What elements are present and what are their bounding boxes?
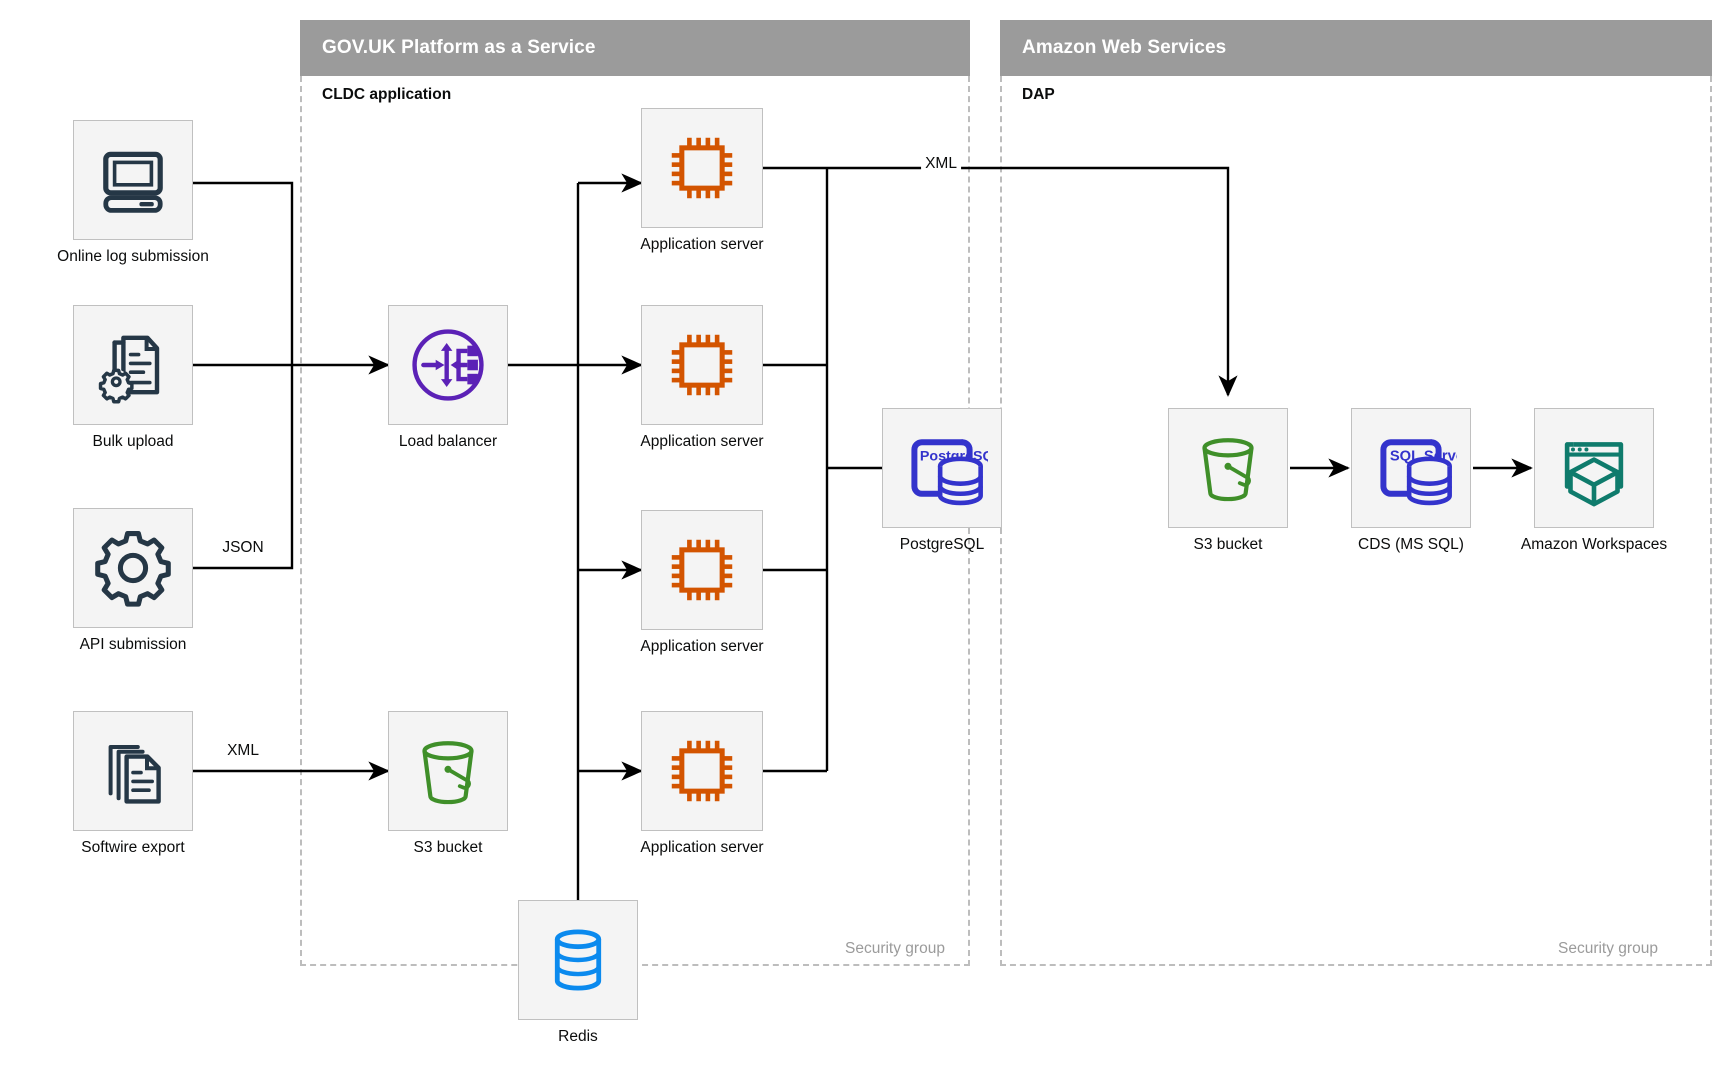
group-title-paas: GOV.UK Platform as a Service xyxy=(322,37,596,58)
s3-bucket-aws-label: S3 bucket xyxy=(1193,536,1263,553)
group-header-paas: GOV.UK Platform as a Service xyxy=(300,20,970,76)
group-sublabel-cldc: CLDC application xyxy=(322,86,452,103)
application-server-3-label: Application server xyxy=(640,638,764,655)
application-server-3-box[interactable] xyxy=(641,510,763,630)
security-group-label-aws: Security group xyxy=(1558,940,1658,957)
load-balancer-label: Load balancer xyxy=(398,433,498,450)
softwire-export-box[interactable] xyxy=(73,711,193,831)
edge-label-json: JSON xyxy=(218,539,268,557)
documents-gear-icon xyxy=(98,335,160,404)
sql-server-icon: SQL Server xyxy=(1380,439,1457,506)
document-stack-icon xyxy=(108,745,161,804)
group-title-aws: Amazon Web Services xyxy=(1022,37,1227,58)
load-balancer-icon xyxy=(412,329,484,401)
amazon-workspaces-icon xyxy=(1564,442,1624,507)
s3-bucket-icon xyxy=(1202,438,1254,502)
group-body-paas xyxy=(300,76,970,966)
postgresql-icon: PostgreSQL xyxy=(911,439,988,506)
application-server-2-label: Application server xyxy=(640,433,764,450)
s3-bucket-icon xyxy=(422,741,474,805)
redis-database-icon xyxy=(554,929,602,991)
security-group-label-paas: Security group xyxy=(845,940,945,957)
postgresql-label: PostgreSQL xyxy=(899,536,985,553)
cpu-chip-icon xyxy=(671,137,733,199)
application-server-4-label: Application server xyxy=(640,839,764,856)
application-server-1-box[interactable] xyxy=(641,108,763,228)
group-header-aws: Amazon Web Services xyxy=(1000,20,1712,76)
cds-ms-sql-box[interactable]: SQL Server xyxy=(1351,408,1471,528)
cpu-chip-icon xyxy=(671,334,733,396)
softwire-export-label: Softwire export xyxy=(81,839,185,856)
group-sublabel-dap: DAP xyxy=(1022,86,1055,103)
application-server-2-box[interactable] xyxy=(641,305,763,425)
application-server-4-box[interactable] xyxy=(641,711,763,831)
gear-icon xyxy=(95,531,171,607)
desktop-computer-icon xyxy=(103,151,163,213)
load-balancer-box[interactable] xyxy=(388,305,508,425)
amazon-workspaces-label: Amazon Workspaces xyxy=(1520,536,1668,553)
redis-label: Redis xyxy=(558,1028,598,1045)
postgresql-box[interactable]: PostgreSQL xyxy=(882,408,1002,528)
cpu-chip-icon xyxy=(671,539,733,601)
application-server-1-label: Application server xyxy=(640,236,764,253)
s3-bucket-paas-box[interactable] xyxy=(388,711,508,831)
cds-ms-sql-label: CDS (MS SQL) xyxy=(1358,536,1464,553)
api-submission-label: API submission xyxy=(79,636,187,653)
bulk-upload-box[interactable] xyxy=(73,305,193,425)
cpu-chip-icon xyxy=(671,740,733,802)
bulk-upload-label: Bulk upload xyxy=(92,433,174,450)
online-log-submission-box[interactable] xyxy=(73,120,193,240)
edge-label-xml-softwire: XML xyxy=(223,742,263,760)
s3-bucket-paas-label: S3 bucket xyxy=(413,839,483,856)
edge-label-xml-to-aws: XML xyxy=(921,155,961,173)
online-log-submission-label: Online log submission xyxy=(57,248,209,265)
s3-bucket-aws-box[interactable] xyxy=(1168,408,1288,528)
api-submission-box[interactable] xyxy=(73,508,193,628)
redis-box[interactable] xyxy=(518,900,638,1020)
amazon-workspaces-box[interactable] xyxy=(1534,408,1654,528)
